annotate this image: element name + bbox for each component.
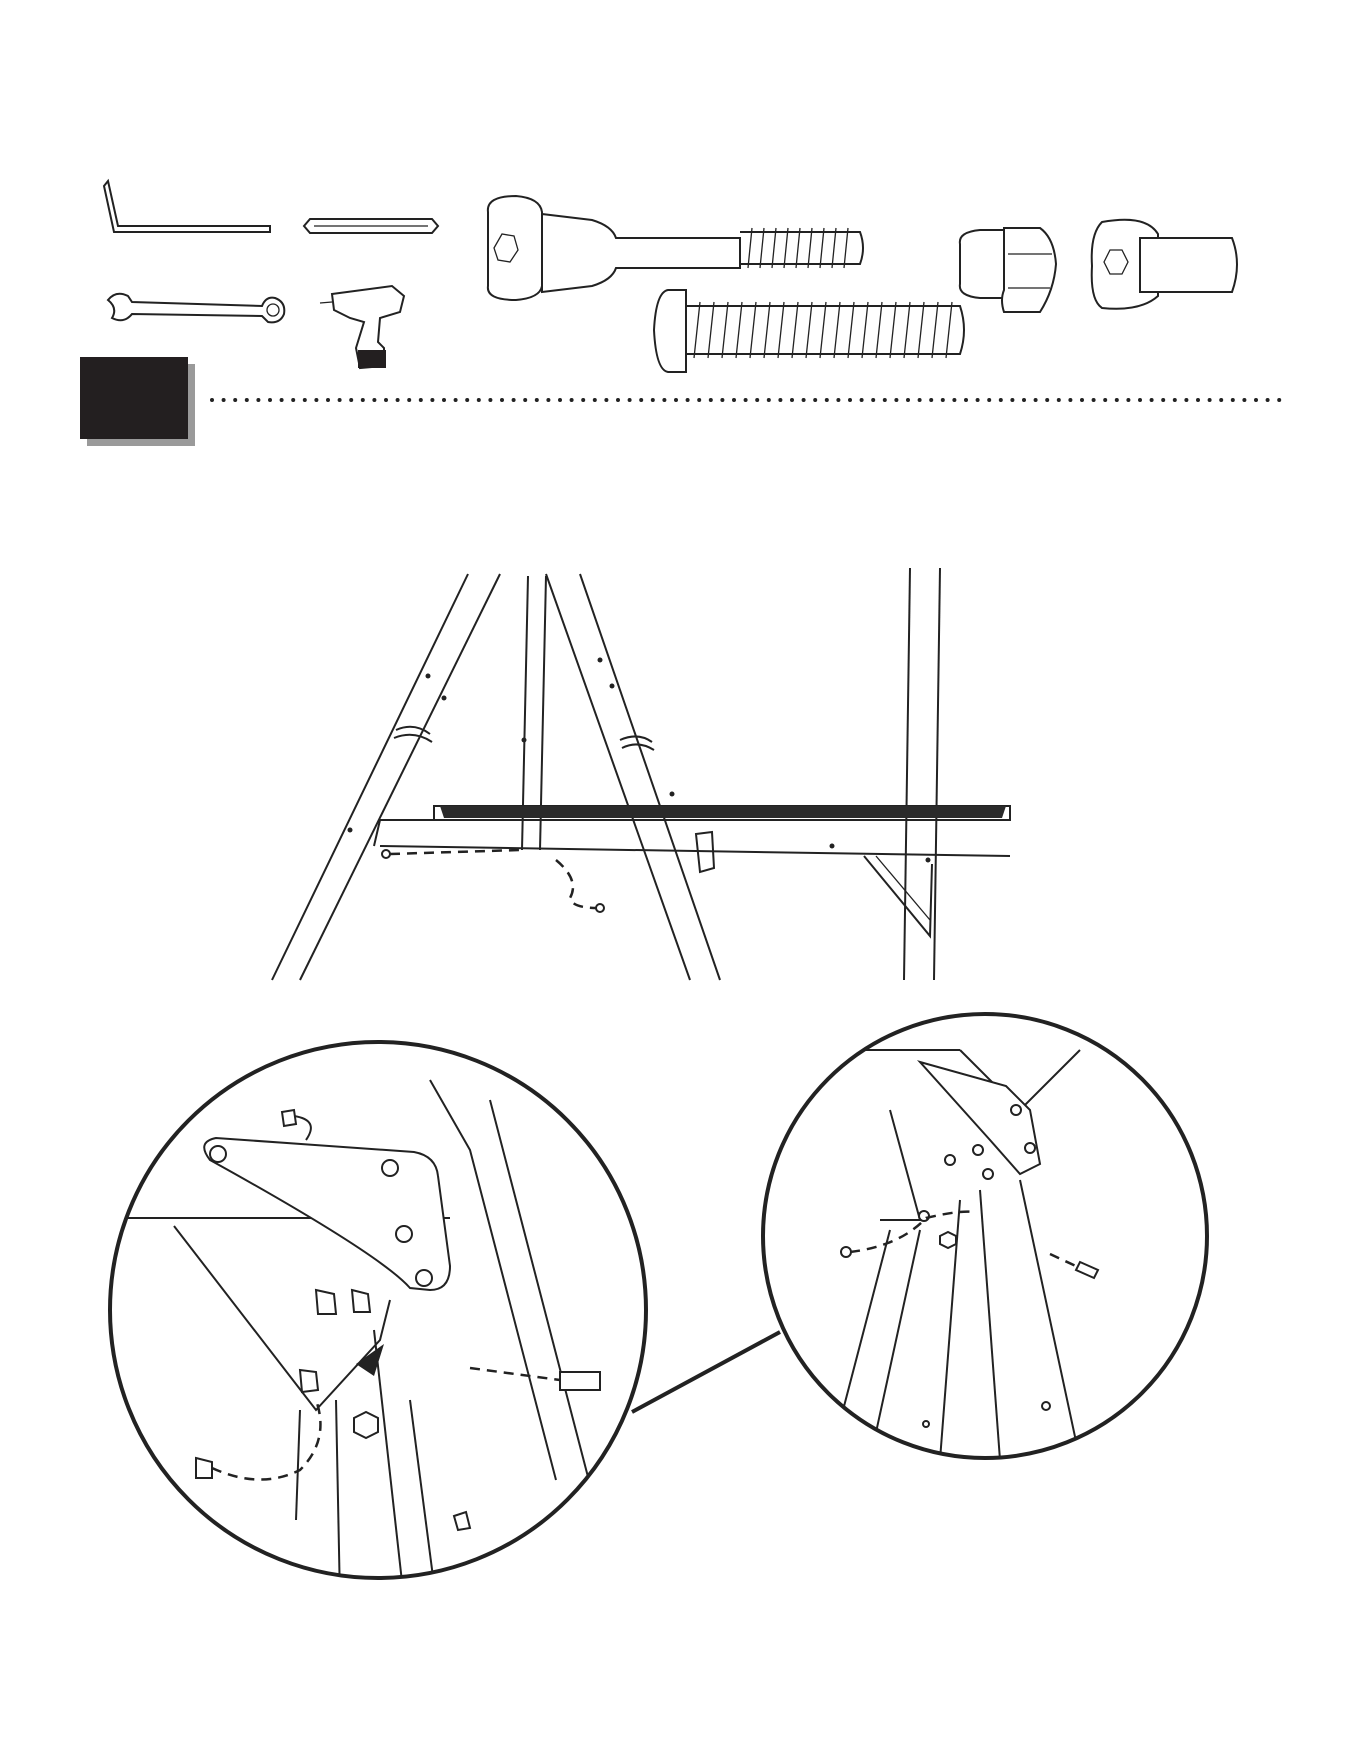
combination-wrench-icon xyxy=(108,294,284,323)
cap-nut xyxy=(1092,220,1237,309)
long-shoulder-bolt xyxy=(488,196,863,300)
flange-lock-nut xyxy=(960,228,1056,312)
cordless-drill-icon xyxy=(320,286,404,368)
detail-circle-large xyxy=(100,1042,646,1600)
allen-wrench-icon xyxy=(104,181,270,232)
overview-frame xyxy=(272,568,1010,980)
detail-connector-line xyxy=(632,1332,780,1412)
button-head-bolt xyxy=(654,290,964,372)
detail-circle-small xyxy=(763,1014,1207,1460)
hex-bit-icon xyxy=(304,219,438,233)
